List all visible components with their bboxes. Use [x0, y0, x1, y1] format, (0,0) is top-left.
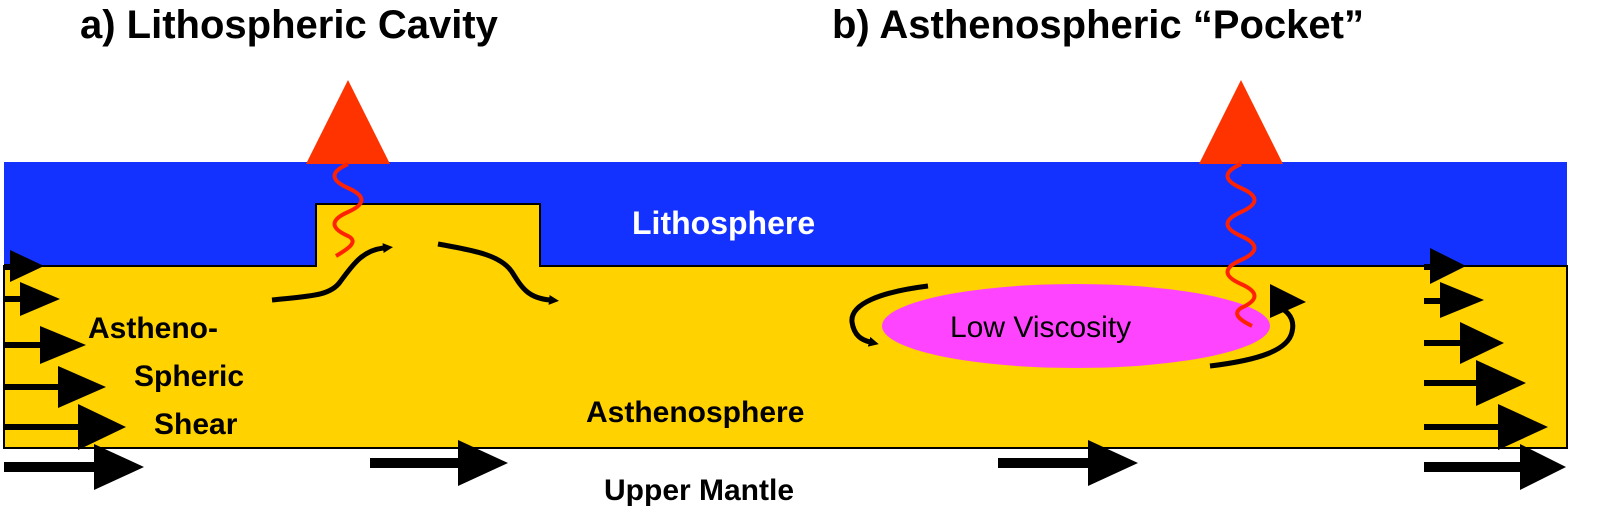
- title-lithospheric-cavity: a) Lithospheric Cavity: [80, 3, 499, 47]
- mantle-arrowhead: [94, 444, 144, 490]
- label-shear-line2: Spheric: [134, 360, 244, 393]
- title-asthenospheric-pocket: b) Asthenospheric “Pocket”: [832, 3, 1364, 47]
- mantle-arrow-shaft: [370, 458, 460, 468]
- volcano-left-icon: [306, 80, 390, 164]
- shear-arrow-shaft: [1424, 298, 1440, 304]
- right-shear-arrows: [1424, 248, 1548, 450]
- mantle-arrow-shaft: [1424, 462, 1524, 472]
- circulation-arrow-left: [849, 283, 929, 347]
- shear-arrow-shaft: [4, 296, 24, 302]
- mantle-arrowhead: [1520, 444, 1566, 490]
- mantle-arrow-shaft: [4, 462, 94, 472]
- label-shear-line1: Astheno-: [88, 312, 218, 345]
- shear-arrowhead: [1440, 282, 1484, 318]
- volcano-right-icon: [1199, 80, 1283, 164]
- shear-arrow-shaft: [1424, 380, 1480, 386]
- shear-arrow-shaft: [4, 264, 10, 270]
- label-lithosphere: Lithosphere: [632, 205, 815, 241]
- shear-arrowhead: [78, 404, 126, 450]
- label-upper-mantle: Upper Mantle: [604, 474, 794, 507]
- mantle-arrow-shaft: [998, 458, 1088, 468]
- lithosphere-layer: [4, 162, 1567, 266]
- circulation-arrowhead-right-icon: [1270, 284, 1306, 318]
- flow-arrow-out-cavity: [437, 241, 559, 305]
- shear-arrow-shaft: [4, 384, 62, 390]
- melt-path-left: [332, 162, 364, 258]
- shear-arrow-shaft: [1424, 264, 1434, 270]
- shear-arrowhead: [1430, 248, 1466, 284]
- shear-arrow-shaft: [4, 342, 44, 348]
- asthenosphere-layer: [3, 203, 1568, 449]
- shear-arrowhead: [40, 326, 86, 364]
- shear-arrowhead: [20, 282, 60, 316]
- low-viscosity-zone: [882, 284, 1270, 368]
- shear-arrowhead: [58, 366, 106, 408]
- flow-arrow-into-cavity: [271, 243, 393, 303]
- label-shear-line3: Shear: [154, 408, 238, 441]
- melt-path-right: [1225, 162, 1257, 328]
- shear-arrow-shaft: [1424, 340, 1464, 346]
- label-asthenosphere: Asthenosphere: [586, 396, 804, 429]
- shear-arrow-shaft: [4, 424, 82, 430]
- mantle-arrowhead: [1088, 440, 1138, 486]
- left-shear-arrows: [4, 250, 126, 450]
- shear-arrowhead: [10, 250, 44, 282]
- label-low-viscosity: Low Viscosity: [950, 311, 1131, 344]
- shear-arrow-shaft: [1424, 424, 1500, 430]
- shear-arrowhead: [1460, 322, 1504, 364]
- shear-arrowhead: [1476, 360, 1526, 406]
- shear-arrowhead: [1498, 404, 1548, 450]
- mantle-arrowhead: [458, 440, 508, 486]
- upper-mantle-arrows: [4, 440, 1566, 490]
